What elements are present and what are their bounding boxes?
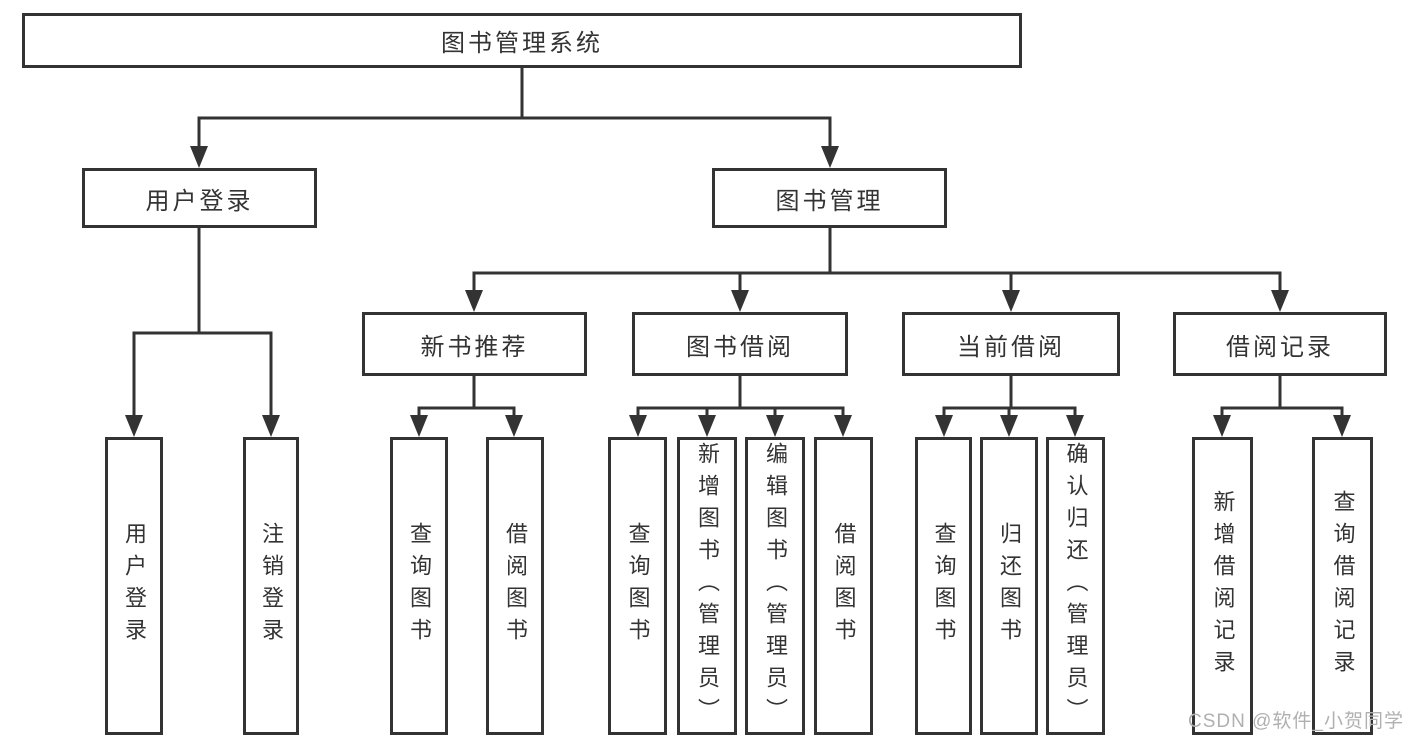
leaf-query-book-2: 查询图书	[608, 437, 667, 735]
node-new-book-recommend-label: 新书推荐	[420, 333, 529, 361]
leaf-borrow-book-2: 借阅图书	[814, 437, 873, 735]
leaf-query-borrow-record: 查询借阅记录	[1312, 437, 1373, 735]
node-borrow-records-label: 借阅记录	[1226, 333, 1334, 361]
leaf-query-book-2-label: 查询图书	[625, 522, 651, 650]
connector-borrow-record-children	[1213, 376, 1351, 437]
leaf-add-book-admin: 新增图书（管理员）	[677, 437, 737, 735]
node-book-borrow-label: 图书借阅	[686, 333, 794, 361]
leaf-query-book-3-label: 查询图书	[931, 522, 957, 650]
leaf-return-book-label: 归还图书	[997, 522, 1022, 650]
leaf-user-login: 用户登录	[105, 437, 163, 735]
connector-root-to-level1	[190, 68, 839, 168]
node-book-borrow: 图书借阅	[632, 312, 848, 376]
leaf-edit-book-admin: 编辑图书（管理员）	[745, 437, 805, 735]
leaf-add-book-admin-label: 新增图书（管理员）	[695, 442, 720, 730]
leaf-query-borrow-record-label: 查询借阅记录	[1330, 490, 1356, 682]
connector-book-borrow-children	[629, 376, 852, 437]
node-book-management: 图书管理	[712, 168, 947, 228]
leaf-borrow-book-1: 借阅图书	[486, 437, 544, 735]
leaf-query-book-1: 查询图书	[390, 437, 448, 735]
node-user-login: 用户登录	[82, 168, 317, 228]
connector-user-login-children	[125, 228, 280, 437]
leaf-add-borrow-record-label: 新增借阅记录	[1210, 490, 1236, 682]
leaf-logout-label: 注销登录	[259, 522, 284, 650]
leaf-add-borrow-record: 新增借阅记录	[1192, 437, 1253, 735]
leaf-borrow-book-2-label: 借阅图书	[831, 522, 857, 650]
node-book-management-label: 图书管理	[775, 187, 884, 215]
leaf-confirm-return-admin-label: 确认归还（管理员）	[1063, 442, 1089, 730]
connector-new-book-children	[410, 376, 523, 437]
leaf-logout: 注销登录	[243, 437, 299, 735]
connector-current-borrow-children	[935, 376, 1084, 437]
leaf-query-book-3: 查询图书	[915, 437, 972, 735]
node-new-book-recommend: 新书推荐	[362, 312, 587, 376]
node-borrow-records: 借阅记录	[1173, 312, 1387, 376]
leaf-edit-book-admin-label: 编辑图书（管理员）	[763, 442, 788, 730]
connector-book-management-to-level2	[465, 228, 1289, 312]
leaf-user-login-label: 用户登录	[122, 522, 147, 650]
leaf-query-book-1-label: 查询图书	[407, 522, 432, 650]
node-root: 图书管理系统	[22, 13, 1022, 68]
node-current-borrow-label: 当前借阅	[957, 333, 1065, 361]
leaf-return-book: 归还图书	[980, 437, 1038, 735]
node-current-borrow: 当前借阅	[902, 312, 1120, 376]
leaf-confirm-return-admin: 确认归还（管理员）	[1046, 437, 1105, 735]
node-user-login-label: 用户登录	[145, 187, 254, 215]
leaf-borrow-book-1-label: 借阅图书	[503, 522, 528, 650]
node-root-label: 图书管理系统	[441, 30, 603, 57]
csdn-watermark: CSDN @软件_小贺同学	[1188, 711, 1404, 732]
